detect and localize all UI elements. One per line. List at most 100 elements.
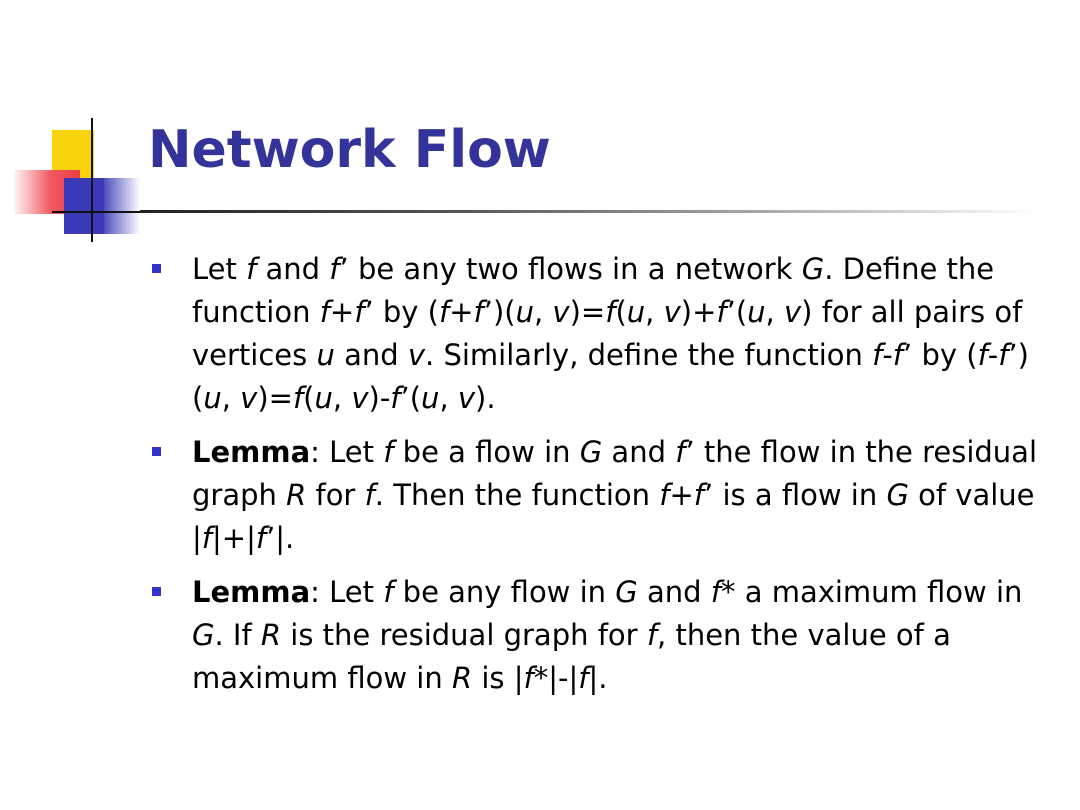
text-run: ’(: [726, 295, 748, 329]
math-symbol: f: [319, 295, 330, 329]
math-symbol: v: [552, 295, 570, 329]
math-symbol: u: [421, 381, 440, 415]
slide-logo-decoration: [0, 0, 150, 260]
text-run: +: [329, 295, 355, 329]
bullet-text: Lemma: Let f be a flow in G and f’ the f…: [192, 435, 1037, 555]
text-run: ,: [332, 381, 352, 415]
text-run: +: [669, 478, 694, 512]
logo-horizontal-line: [52, 211, 148, 213]
text-run: for: [306, 478, 365, 512]
text-run: be any flow in: [393, 575, 616, 609]
bullet-square-icon: [152, 447, 161, 456]
math-symbol: f: [438, 295, 450, 329]
text-run: ’ is a flow in: [704, 478, 887, 512]
text-run: and: [256, 252, 330, 286]
math-symbol: u: [626, 295, 646, 329]
math-symbol: f: [364, 478, 375, 512]
text-run: )+: [680, 295, 717, 329]
text-run: : Let: [310, 435, 384, 469]
slide-title: Network Flow: [148, 120, 551, 180]
text-run: *|-|: [533, 661, 579, 695]
math-symbol: v: [240, 381, 258, 415]
math-symbol: R: [286, 478, 307, 512]
math-symbol: R: [260, 618, 282, 652]
text-run: . Define the function: [192, 252, 995, 329]
bullet-text: Let f and f’ be any two flows in a netwo…: [192, 252, 1029, 415]
text-run: ’|.: [266, 521, 295, 555]
text-run: *: [720, 575, 736, 609]
text-run: ,: [439, 381, 458, 415]
text-run: (: [303, 381, 315, 415]
math-symbol: f: [892, 338, 904, 372]
math-symbol: v: [783, 295, 802, 329]
text-run: is |: [472, 661, 524, 695]
text-run: of value |: [192, 478, 1035, 555]
math-symbol: f: [605, 295, 616, 329]
math-symbol: v: [457, 381, 476, 415]
math-symbol: f: [473, 295, 484, 329]
text-run: and: [602, 435, 676, 469]
bold-term: Lemma: [192, 575, 311, 609]
text-run: ) for all pairs of vertices: [192, 295, 1023, 372]
math-symbol: f: [329, 252, 340, 286]
math-symbol: f: [246, 252, 257, 286]
math-symbol: f: [255, 521, 267, 555]
math-symbol: f: [354, 295, 365, 329]
text-run: and: [334, 338, 408, 372]
math-symbol: f: [977, 338, 988, 372]
text-run: ’)(: [483, 295, 516, 329]
math-symbol: f: [383, 575, 394, 609]
math-symbol: u: [314, 381, 333, 415]
text-run: -: [987, 338, 999, 372]
math-symbol: f: [292, 381, 304, 415]
text-run: ’(: [400, 381, 422, 415]
math-symbol: f: [578, 661, 589, 695]
math-symbol: G: [615, 575, 638, 609]
text-run: ’ be any two flows in a network: [339, 252, 802, 286]
text-run: ’ the flow in the residual graph: [192, 435, 1038, 512]
text-run: Let: [192, 252, 247, 286]
bullet-item: Let f and f’ be any two flows in a netwo…: [150, 248, 1050, 420]
text-run: +: [449, 295, 474, 329]
text-run: |.: [588, 661, 608, 695]
text-run: a maximum flow in: [735, 575, 1023, 609]
math-symbol: f: [659, 478, 670, 512]
math-symbol: G: [192, 618, 215, 652]
bullet-square-icon: [152, 264, 161, 273]
slide-body: Let f and f’ be any two flows in a netwo…: [150, 248, 1050, 711]
math-symbol: v: [663, 295, 681, 329]
math-symbol: G: [801, 252, 825, 286]
text-run: . Then the function: [374, 478, 660, 512]
bullet-text: Lemma: Let f be any flow in G and f * a m…: [192, 575, 1022, 695]
math-symbol: f: [693, 478, 705, 512]
text-run: ’ by (: [364, 295, 439, 329]
bullet-item: Lemma: Let f be a flow in G and f’ the f…: [150, 431, 1050, 560]
math-symbol: u: [747, 295, 766, 329]
math-symbol: f: [716, 295, 727, 329]
text-run: )=: [257, 381, 293, 415]
text-run: ,: [645, 295, 664, 329]
math-symbol: v: [351, 381, 369, 415]
math-symbol: u: [515, 295, 534, 329]
math-symbol: f: [523, 661, 534, 695]
text-run: (: [615, 295, 627, 329]
text-run: : Let: [310, 575, 384, 609]
text-run: |+|: [212, 521, 256, 555]
text-run: ).: [475, 381, 496, 415]
text-run: ,: [533, 295, 553, 329]
text-run: . If: [214, 618, 261, 652]
logo-blue-square: [64, 178, 104, 234]
title-underline: [140, 210, 1040, 213]
text-run: . Similarly, define the function: [425, 338, 873, 372]
text-run: ,: [765, 295, 784, 329]
math-symbol: u: [316, 338, 335, 372]
math-symbol: f: [872, 338, 883, 372]
text-run: and: [637, 575, 711, 609]
math-symbol: f: [998, 338, 1009, 372]
math-symbol: G: [579, 435, 603, 469]
logo-blue-fade: [100, 178, 140, 234]
math-symbol: G: [886, 478, 909, 512]
text-run: be a flow in: [393, 435, 580, 469]
text-run: )-: [368, 381, 391, 415]
text-run: ’)(: [192, 338, 1030, 415]
